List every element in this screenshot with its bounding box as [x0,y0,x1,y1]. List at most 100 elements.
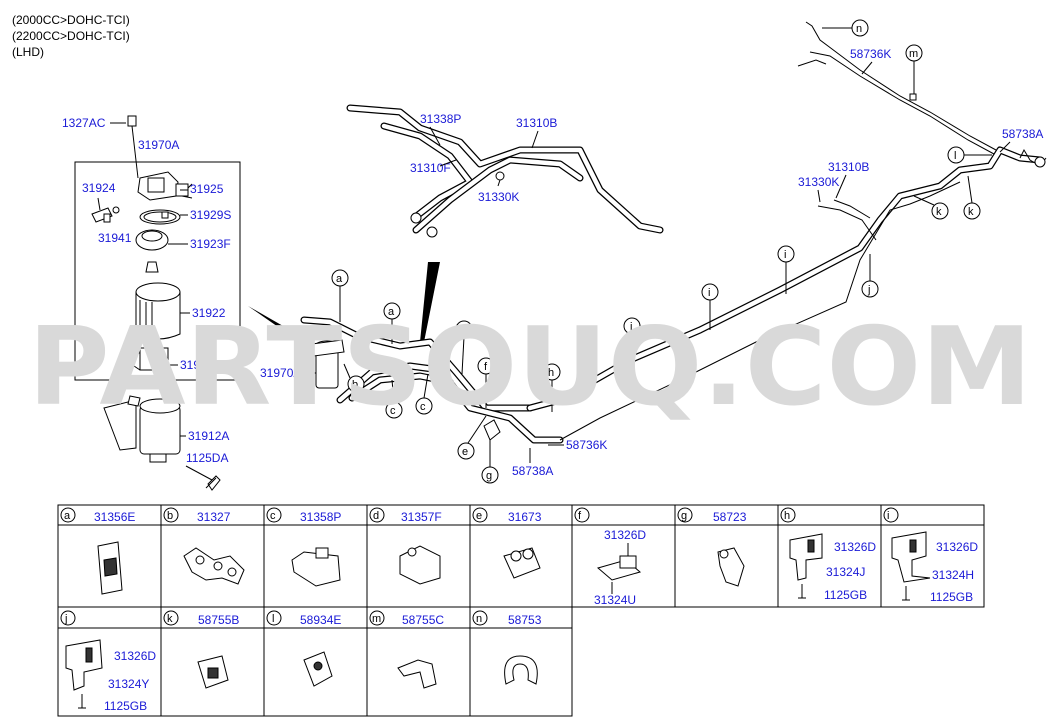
pointer-wedge-top [420,262,440,342]
table-part-31326D-f[interactable]: 31326D [604,528,646,542]
part-label-31310B-right[interactable]: 31310B [828,160,869,174]
svg-text:n: n [856,23,862,35]
part-label-58738A-top[interactable]: 58738A [1002,127,1043,141]
part-label-31330K-top[interactable]: 31330K [478,190,519,204]
part-label-58736K-top[interactable]: 58736K [850,47,891,61]
svg-text:k: k [968,206,974,218]
table-part-31673[interactable]: 31673 [508,510,542,524]
part-label-31310F[interactable]: 31310F [410,161,451,175]
table-cell-h: h 31326D 31324J 1125GB [780,507,876,602]
part-label-31922[interactable]: 31922 [192,306,226,320]
table-part-58723[interactable]: 58723 [713,510,747,524]
callout-a-1[interactable]: a [331,269,349,287]
table-part-31324Y[interactable]: 31324Y [108,677,149,691]
svg-text:f: f [484,361,488,373]
watermark-text: PARTSOUQ.COM [28,305,1032,430]
clip-58723 [483,419,501,441]
table-part-58755B[interactable]: 58755B [198,613,239,627]
table-part-58934E[interactable]: 58934E [300,613,341,627]
callout-e[interactable]: e [457,442,475,460]
callout-k-1[interactable]: k [931,202,949,220]
svg-text:c: c [420,401,426,413]
callout-i-1[interactable]: i [777,245,795,263]
table-cell-n: n 58753 [472,610,542,685]
table-part-1125GB-j[interactable]: 1125GB [104,699,147,713]
table-cell-g: g 58723 [677,507,747,587]
svg-text:e: e [476,510,482,522]
callout-h[interactable]: h [543,363,561,381]
table-part-31358P[interactable]: 31358P [300,510,341,524]
part-label-31924[interactable]: 31924 [82,181,116,195]
svg-text:m: m [372,613,381,625]
svg-text:m: m [909,48,918,60]
table-part-58755C[interactable]: 58755C [402,613,444,627]
part-label-31929S[interactable]: 31929S [190,208,231,222]
parts-table [57,504,985,717]
svg-text:i: i [708,287,710,299]
table-part-31326D-i[interactable]: 31326D [936,540,978,554]
table-part-58753[interactable]: 58753 [508,613,542,627]
svg-text:k: k [936,206,942,218]
table-cell-e: e 31673 [472,507,542,579]
svg-text:h: h [784,510,790,522]
svg-text:i: i [784,249,786,261]
svg-text:h: h [548,367,554,379]
callout-m[interactable]: m [905,44,923,62]
callout-j[interactable]: j [861,280,879,298]
part-label-31921[interactable]: 31921 [180,358,214,372]
callout-g[interactable]: g [481,466,499,484]
callout-n[interactable]: n [851,19,869,37]
svg-text:a: a [336,273,343,285]
table-part-31326D-j[interactable]: 31326D [114,649,156,663]
svg-text:b: b [352,379,358,391]
part-label-31912A[interactable]: 31912A [188,429,229,443]
table-cell-f: f 31326D 31324U [574,507,646,607]
part-label-58736K-bot[interactable]: 58736K [566,438,607,452]
table-part-1125GB-i[interactable]: 1125GB [930,590,973,604]
table-cell-k: k 58755B [163,610,239,689]
callout-i-2[interactable]: i [701,283,719,301]
header-drive-side: (LHD) [12,45,44,59]
svg-text:l: l [272,613,274,625]
svg-text:c: c [270,510,276,522]
svg-text:g: g [681,510,687,522]
bolt-1125DA [205,475,221,491]
part-label-31923F[interactable]: 31923F [190,237,231,251]
table-part-31357F[interactable]: 31357F [401,510,442,524]
part-label-31310B-top[interactable]: 31310B [516,116,557,130]
table-part-31356E[interactable]: 31356E [94,510,135,524]
part-label-58738A-bot[interactable]: 58738A [512,464,553,478]
filter-nipple-part [145,261,159,273]
svg-text:c: c [390,405,396,417]
part-label-31970A-mid[interactable]: 31970A [260,366,301,380]
svg-text:a: a [64,510,71,522]
callout-k-2[interactable]: k [963,202,981,220]
filter-cartridge-part [135,282,181,340]
table-cell-m: m 58755C [369,610,444,689]
table-part-1125GB-h[interactable]: 1125GB [824,588,867,602]
svg-text:a: a [388,306,395,318]
table-part-31324H[interactable]: 31324H [932,568,974,582]
callout-l[interactable]: l [947,146,965,164]
part-label-1125DA[interactable]: 1125DA [186,451,228,465]
part-label-31941[interactable]: 31941 [98,231,132,245]
part-label-1327AC[interactable]: 1327AC [62,116,106,130]
svg-text:l: l [954,150,956,162]
table-part-31324J[interactable]: 31324J [826,565,865,579]
table-part-31327[interactable]: 31327 [197,510,231,524]
part-label-31330K-right[interactable]: 31330K [798,175,839,189]
svg-text:f: f [578,510,582,522]
filter-housing-assembly [103,395,181,463]
part-label-31925[interactable]: 31925 [190,182,224,196]
svg-text:b: b [167,510,173,522]
svg-text:k: k [167,613,173,625]
callout-b[interactable]: b [347,375,365,393]
main-fuel-pipe [526,146,1044,441]
part-label-31338P[interactable]: 31338P [420,112,461,126]
svg-text:i: i [887,510,889,522]
table-part-31324U[interactable]: 31324U [594,593,636,607]
bleeder-screw-part [91,206,120,223]
part-label-31970A-top[interactable]: 31970A [138,138,179,152]
table-part-31326D-h[interactable]: 31326D [834,540,876,554]
